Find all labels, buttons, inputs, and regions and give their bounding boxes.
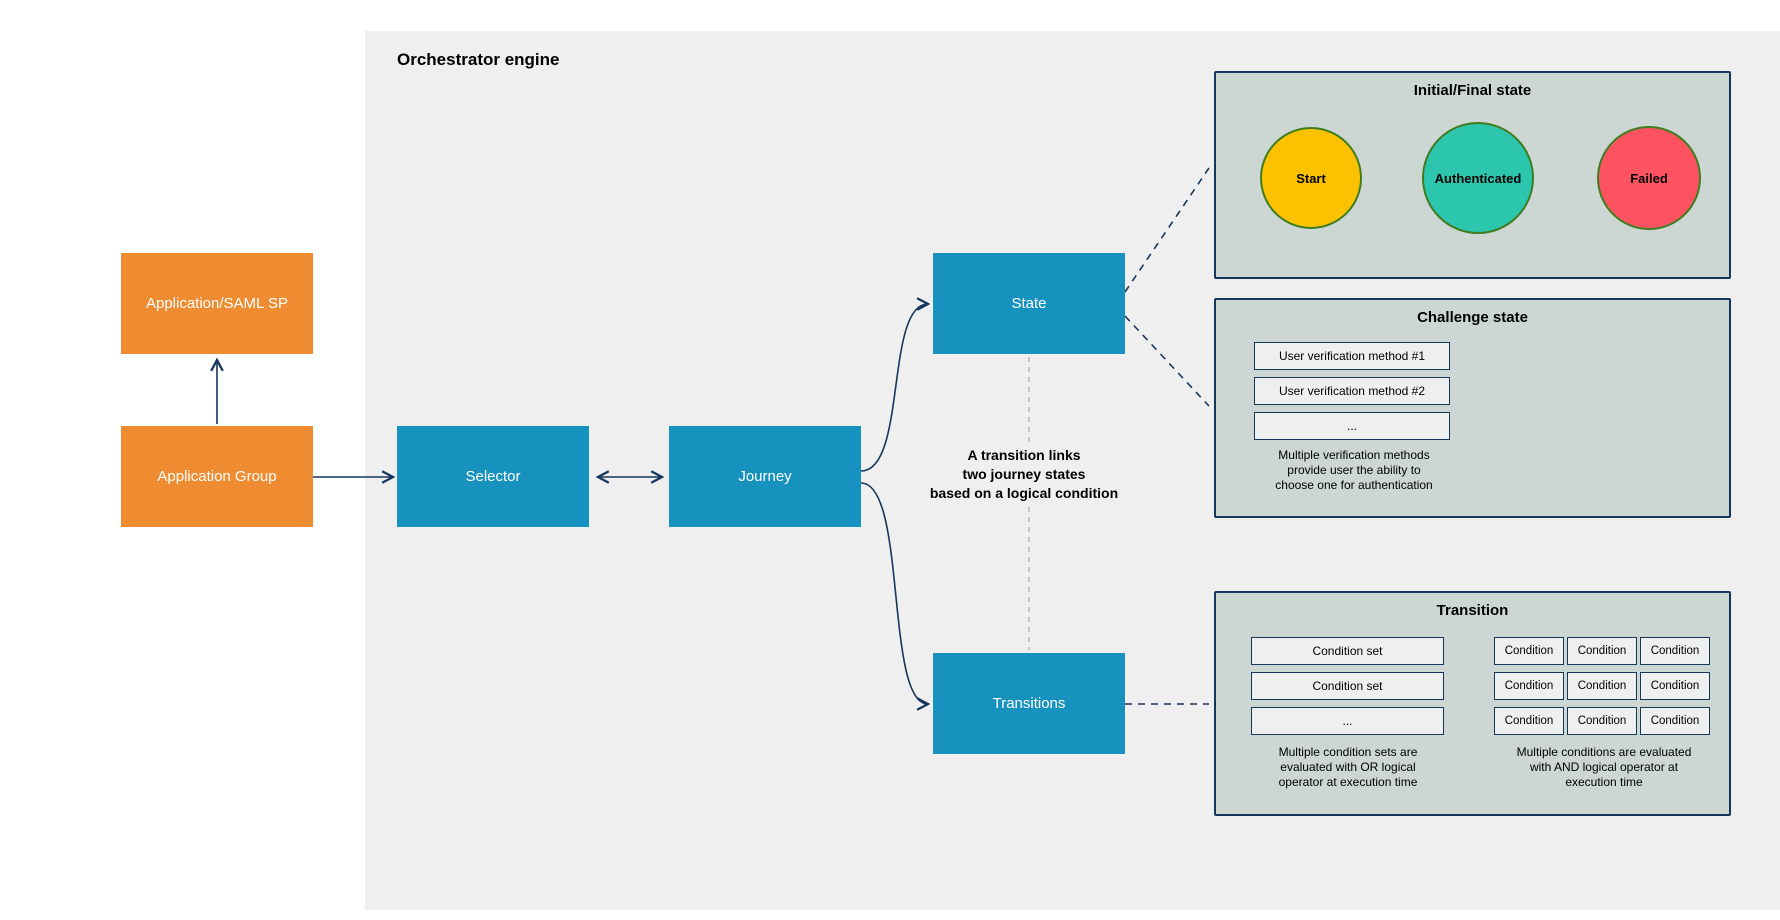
condition-cell: Condition <box>1640 637 1710 665</box>
engine-title: Orchestrator engine <box>397 50 560 69</box>
node-journey: Journey <box>669 426 861 527</box>
node-application-group: Application Group <box>121 426 313 527</box>
challenge-caption: Multiple verification methods provide us… <box>1275 448 1433 493</box>
state-circle-failed: Failed <box>1597 126 1701 230</box>
verification-method-1: User verification method #1 <box>1254 342 1450 370</box>
transition-panel-title: Transition <box>1436 602 1509 619</box>
challenge-panel-title: Challenge state <box>1417 309 1528 326</box>
node-state: State <box>933 253 1125 354</box>
condition-set-more: ... <box>1251 707 1444 735</box>
condition-cell: Condition <box>1494 637 1564 665</box>
challenge-state-panel: Challenge state User verification method… <box>1214 298 1731 518</box>
condition-cell: Condition <box>1494 707 1564 735</box>
and-evaluation-caption: Multiple conditions are evaluated with A… <box>1516 745 1692 790</box>
transition-panel: Transition Condition set Condition set .… <box>1214 591 1731 816</box>
initial-final-panel-title: Initial/Final state <box>1413 82 1532 99</box>
condition-set-2: Condition set <box>1251 672 1444 700</box>
condition-cell: Condition <box>1494 672 1564 700</box>
verification-method-2: User verification method #2 <box>1254 377 1450 405</box>
or-evaluation-caption: Multiple condition sets are evaluated wi… <box>1278 745 1418 790</box>
condition-set-1: Condition set <box>1251 637 1444 665</box>
initial-final-state-panel: Initial/Final state Start Authenticated … <box>1214 71 1731 279</box>
state-circle-start: Start <box>1260 127 1362 229</box>
node-selector: Selector <box>397 426 589 527</box>
node-transitions: Transitions <box>933 653 1125 754</box>
condition-cell: Condition <box>1567 637 1637 665</box>
condition-cell: Condition <box>1567 707 1637 735</box>
node-application-saml-sp: Application/SAML SP <box>121 253 313 354</box>
state-circle-authenticated: Authenticated <box>1422 122 1534 234</box>
transition-note: A transition links two journey states ba… <box>899 446 1149 503</box>
condition-cell: Condition <box>1640 672 1710 700</box>
condition-cell: Condition <box>1640 707 1710 735</box>
condition-cell: Condition <box>1567 672 1637 700</box>
verification-method-more: ... <box>1254 412 1450 440</box>
